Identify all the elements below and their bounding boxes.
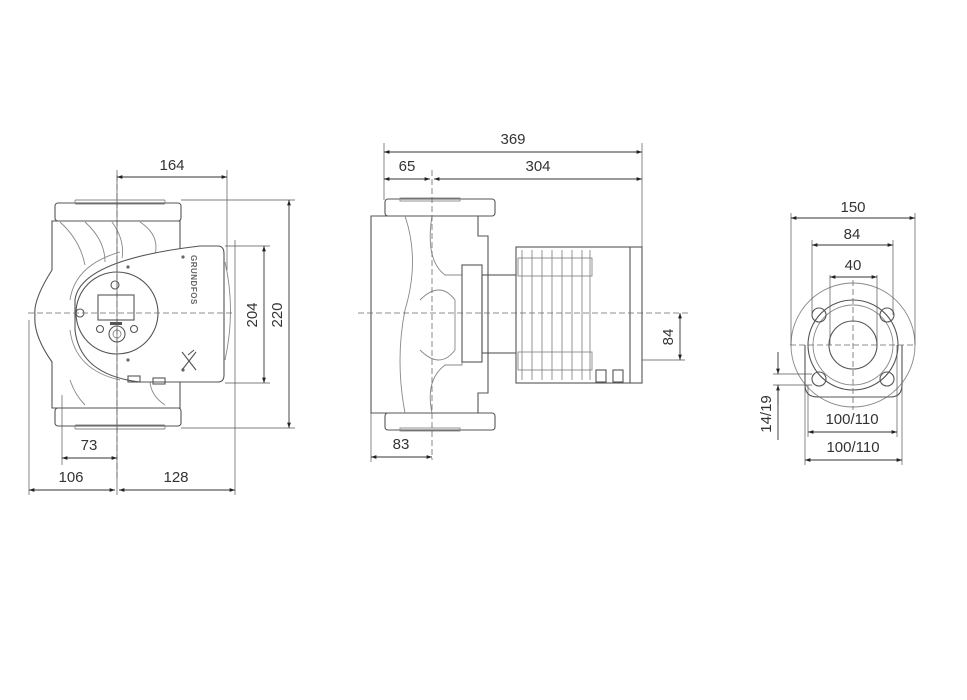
dim-106: 106	[58, 469, 83, 486]
dim-65: 65	[399, 158, 416, 175]
cable-gland-2	[612, 369, 624, 383]
display-screen	[97, 294, 135, 321]
dim-84-flange: 84	[844, 226, 861, 243]
dim-84-side: 84	[660, 329, 677, 346]
dim-14-19: 14/19	[758, 395, 775, 433]
brand-logo-icon	[181, 349, 197, 371]
dim-304: 304	[525, 158, 550, 175]
front-view: GRUNDFOS 164 204 220 73 106 128	[28, 157, 295, 495]
bottom-flange	[54, 407, 182, 427]
back-button-icon	[95, 324, 105, 334]
motor	[515, 246, 643, 384]
top-flange	[54, 202, 182, 222]
cooling-fins	[517, 250, 593, 380]
flange-view: 150 84 40 14/19 100/110 100/110	[758, 199, 916, 465]
pump-housing	[34, 220, 181, 409]
dim-204: 204	[244, 302, 261, 327]
brand-label: GRUNDFOS	[189, 255, 198, 305]
pump-housing-side	[370, 215, 489, 414]
dim-83: 83	[393, 436, 410, 453]
bolt-hole	[879, 371, 895, 387]
bolt-hole	[879, 307, 895, 323]
dim-100-110-a: 100/110	[825, 411, 878, 428]
dim-164: 164	[159, 157, 184, 174]
dim-73: 73	[81, 437, 98, 454]
dim-220: 220	[269, 302, 286, 327]
dim-150: 150	[840, 199, 865, 216]
side-view: 369 65 304 84 83	[358, 131, 690, 462]
indicator-light-icon	[110, 280, 120, 290]
bolt-hole	[811, 371, 827, 387]
home-button-icon	[129, 324, 139, 334]
dim-128: 128	[163, 469, 188, 486]
dim-40: 40	[845, 257, 862, 274]
cable-gland-1	[595, 369, 607, 383]
control-box	[74, 245, 225, 383]
dim-100-110-b: 100/110	[826, 439, 879, 456]
dim-369: 369	[500, 131, 525, 148]
